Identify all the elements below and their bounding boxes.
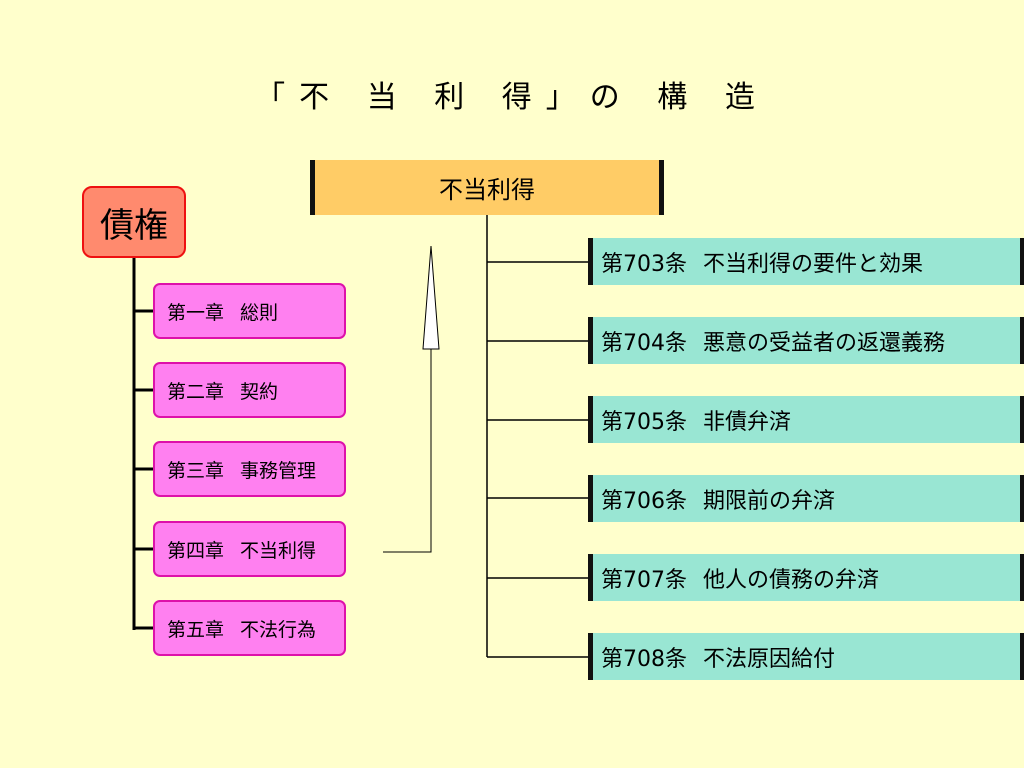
article-node: 第705条非債弁済 bbox=[588, 396, 1024, 443]
article-node: 第704条悪意の受益者の返還義務 bbox=[588, 317, 1024, 364]
topic-node-futouritoku: 不当利得 bbox=[310, 160, 664, 215]
chapter-name: 不当利得 bbox=[240, 539, 317, 562]
root-node-saiken: 債権 bbox=[82, 186, 186, 258]
chapter-node: 第二章契約 bbox=[153, 362, 346, 418]
article-node: 第703条不当利得の要件と効果 bbox=[588, 238, 1024, 285]
article-name: 期限前の弁済 bbox=[703, 488, 836, 514]
chapter-number: 第二章 bbox=[167, 380, 225, 403]
page-title: 「不 当 利 得」の 構 造 bbox=[255, 80, 769, 115]
article-name: 悪意の受益者の返還義務 bbox=[703, 330, 946, 356]
chapter-number: 第四章 bbox=[167, 539, 225, 562]
article-number: 第703条 bbox=[601, 251, 687, 277]
article-name: 他人の債務の弁済 bbox=[703, 567, 880, 593]
article-number: 第707条 bbox=[601, 567, 687, 593]
article-node: 第706条期限前の弁済 bbox=[588, 475, 1024, 522]
article-node: 第707条他人の債務の弁済 bbox=[588, 554, 1024, 601]
article-name: 非債弁済 bbox=[703, 409, 792, 435]
article-number: 第706条 bbox=[601, 488, 687, 514]
chapter-name: 契約 bbox=[240, 380, 279, 403]
chapter-node: 第一章総則 bbox=[153, 283, 346, 339]
chapter-tree-lines bbox=[132, 258, 153, 630]
article-name: 不当利得の要件と効果 bbox=[703, 251, 924, 277]
chapter-name: 事務管理 bbox=[240, 459, 317, 482]
article-tree-lines bbox=[486, 215, 588, 658]
chapter4-link-arrow bbox=[383, 245, 440, 553]
article-node: 第708条不法原因給付 bbox=[588, 633, 1024, 680]
chapter-node: 第四章不当利得 bbox=[153, 521, 346, 577]
article-number: 第708条 bbox=[601, 646, 687, 672]
article-number: 第705条 bbox=[601, 409, 687, 435]
chapter-node: 第五章不法行為 bbox=[153, 600, 346, 656]
chapter-name: 総則 bbox=[240, 301, 279, 324]
chapter-node: 第三章事務管理 bbox=[153, 441, 346, 497]
chapter-number: 第三章 bbox=[167, 459, 225, 482]
article-name: 不法原因給付 bbox=[703, 646, 836, 672]
chapter-name: 不法行為 bbox=[240, 618, 317, 641]
chapter-number: 第五章 bbox=[167, 618, 225, 641]
chapter-number: 第一章 bbox=[167, 301, 225, 324]
article-number: 第704条 bbox=[601, 330, 687, 356]
